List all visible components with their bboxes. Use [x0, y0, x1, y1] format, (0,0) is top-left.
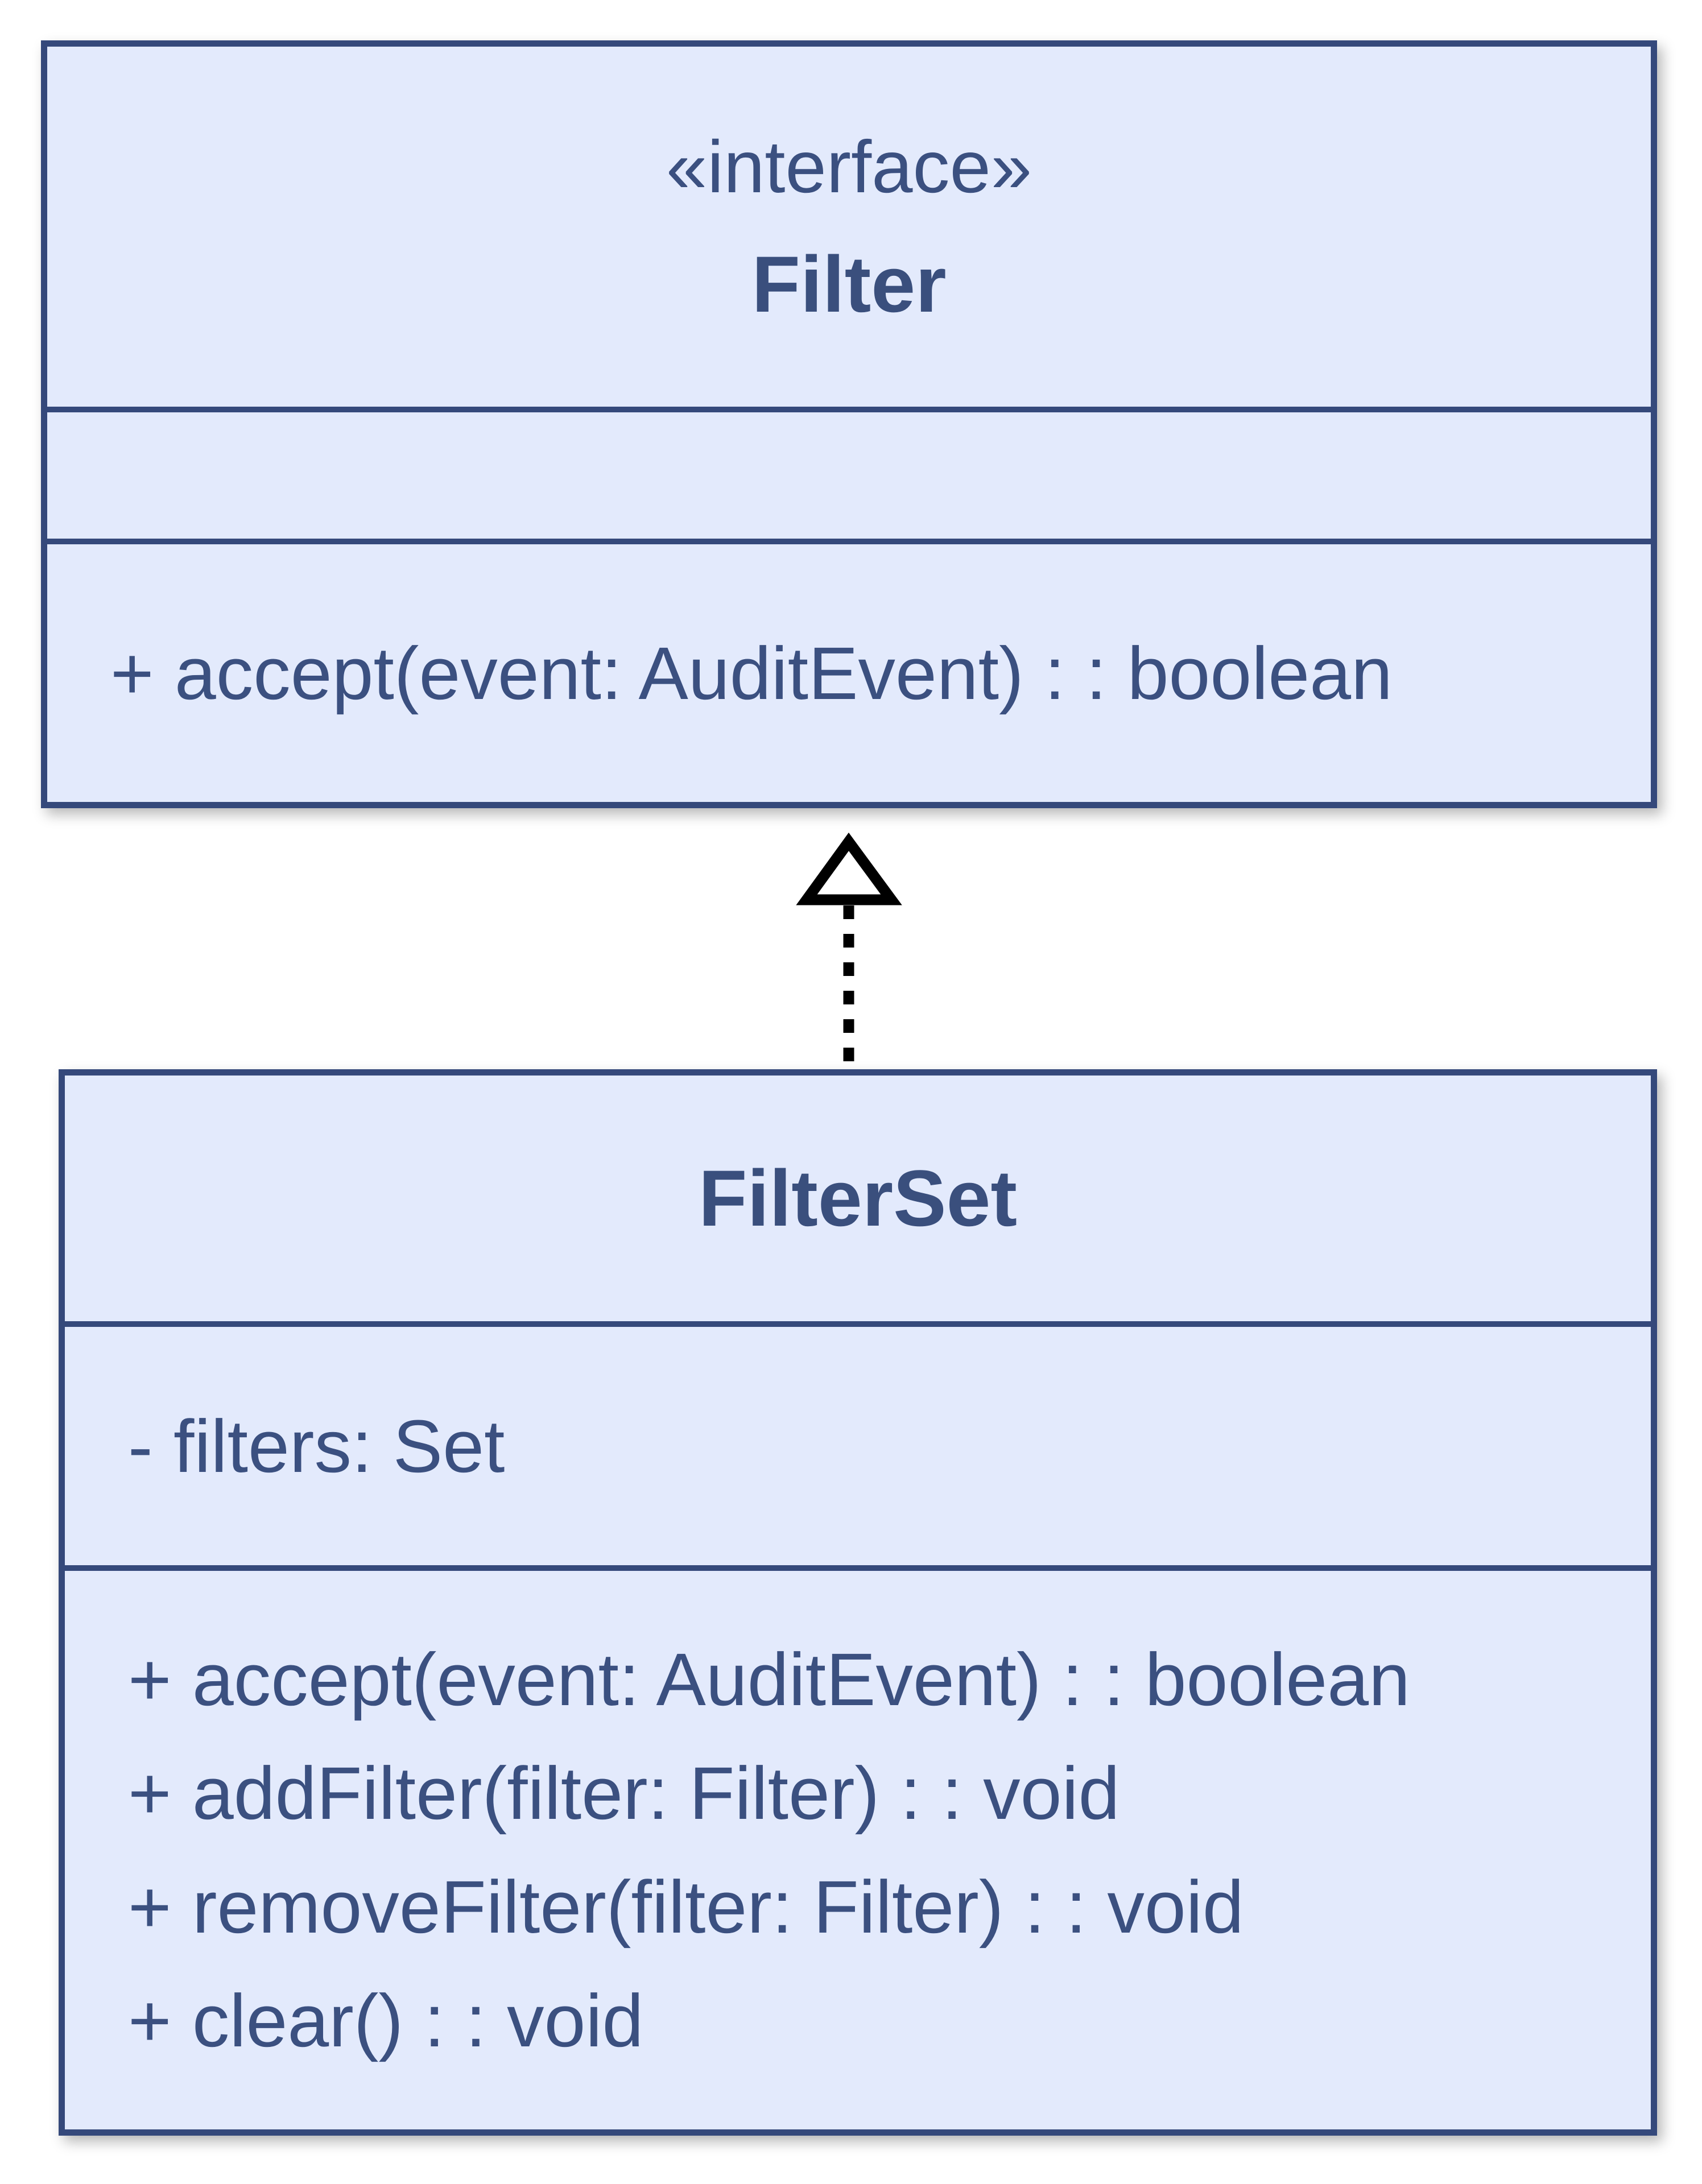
filterset-method-clear: + clear() : : void — [128, 1979, 644, 2062]
filter-class-name: Filter — [751, 239, 947, 329]
filter-stereotype-label: «interface» — [666, 125, 1032, 208]
filterset-methods-compartment: + accept(event: AuditEvent) : : boolean … — [65, 1565, 1651, 2129]
filterset-name-compartment: FilterSet — [65, 1076, 1651, 1321]
class-box-filter: «interface» Filter + accept(event: Audit… — [41, 40, 1657, 808]
filter-method-accept: + accept(event: AuditEvent) : : boolean — [110, 631, 1393, 715]
realization-triangle-head — [796, 832, 902, 905]
filter-attributes-compartment — [47, 407, 1651, 539]
class-box-filterset: FilterSet - filters: Set + accept(event:… — [59, 1069, 1657, 2136]
filterset-method-addfilter: + addFilter(filter: Filter) : : void — [128, 1751, 1120, 1835]
filterset-attribute-filters: - filters: Set — [128, 1404, 505, 1488]
filterset-method-accept: + accept(event: AuditEvent) : : boolean — [128, 1637, 1410, 1721]
filter-name-compartment: «interface» Filter — [47, 47, 1651, 407]
filter-methods-compartment: + accept(event: AuditEvent) : : boolean — [47, 539, 1651, 802]
filterset-method-removefilter: + removeFilter(filter: Filter) : : void — [128, 1865, 1244, 1949]
filterset-class-name: FilterSet — [698, 1153, 1018, 1243]
filterset-attributes-compartment: - filters: Set — [65, 1321, 1651, 1565]
